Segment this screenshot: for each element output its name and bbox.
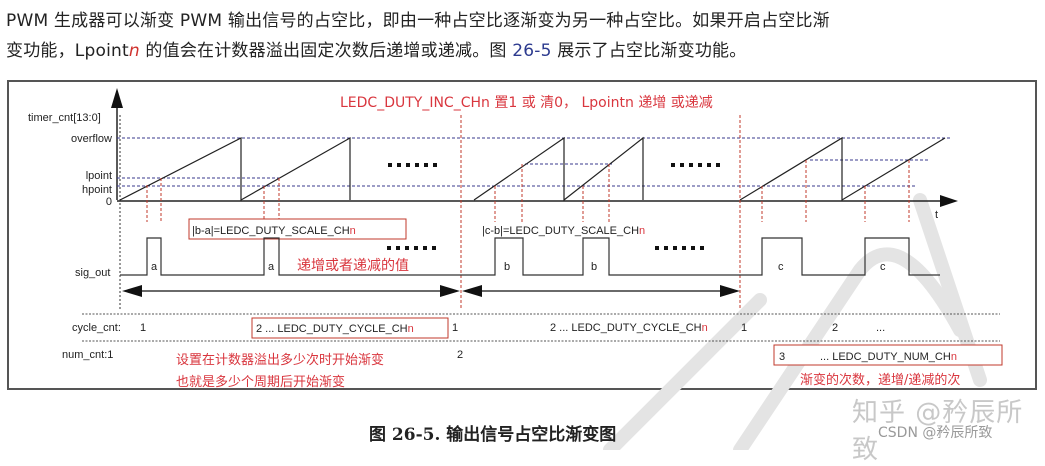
x-axis-arrow-icon [940, 195, 958, 207]
ellipsis-top [388, 163, 720, 167]
scale-box-1 [188, 218, 407, 240]
pulse-b-2: b [591, 261, 597, 273]
figure-frame [7, 80, 1037, 390]
counter-separators [82, 313, 1000, 342]
y-axis-label: timer_cnt[13:0] [28, 112, 101, 124]
num-cnt-label: num_cnt:1 [62, 349, 113, 361]
pulse-c-1: c [778, 261, 784, 273]
cycle-cnt-value: ... [876, 322, 885, 334]
timer-sawtooth [119, 136, 946, 202]
x-axis-label: t [935, 209, 938, 221]
cycle-cnt-value: 1 [741, 322, 747, 334]
cycle-cnt-value: 1 [140, 322, 146, 334]
num-cnt-value: 2 [457, 349, 463, 361]
description-line-2: 变功能，Lpointn 的值会在计数器溢出固定次数后递增或递减。图 26-5 展… [6, 36, 746, 61]
inc-dec-note: 递增或者递减的值 [297, 258, 409, 274]
text-segment: 变功能，Lpoint [6, 41, 129, 61]
sig-out-label: sig_out [75, 267, 110, 279]
cycle-cnt-value: 2 ... LEDC_DUTY_CYCLE_CHn [550, 322, 708, 334]
cycle-cnt-value: 1 [452, 322, 458, 334]
scale-label-1: |b-a|=LEDC_DUTY_SCALE_CHn [192, 225, 356, 237]
figure-reference-link[interactable]: 26-5 [512, 41, 552, 61]
sig-out-waveform [120, 237, 940, 276]
level-overflow: overflow [71, 133, 112, 145]
level-hpoint: hpoint [82, 184, 112, 196]
italic-n: n [128, 41, 140, 61]
period-arrows [122, 285, 740, 297]
red-guide-lines [146, 115, 910, 310]
cycle-note-line-1: 设置在计数器溢出多少次时开始渐变 [176, 352, 384, 368]
y-axis-arrow-icon [111, 88, 123, 108]
pulse-a-1: a [151, 261, 158, 273]
num-box [773, 344, 1003, 366]
scale-label-2: |c-b|=LEDC_DUTY_SCALE_CHn [482, 225, 645, 237]
ellipsis-signal [387, 246, 704, 250]
level-zero: 0 [106, 196, 112, 208]
figure-caption: 图 26-5. 输出信号占空比渐变图 [369, 425, 617, 445]
pwm-duty-fade-diagram: t timer_cnt[13:0] overflow lpoint hpoint… [28, 88, 1003, 450]
watermark-csdn: CSDN @矜辰所致 [878, 425, 993, 441]
cycle-cnt-value: 2 ... LEDC_DUTY_CYCLE_CHn [256, 323, 414, 335]
num-cnt-value: ... LEDC_DUTY_NUM_CHn [820, 351, 957, 363]
level-lines [117, 137, 950, 187]
cycle-box [251, 317, 449, 339]
pulse-c-2: c [880, 261, 886, 273]
text-segment: 的值会在计数器溢出固定次数后递增或递减。图 [139, 41, 513, 61]
cycle-cnt-label: cycle_cnt: [72, 322, 121, 334]
duty-inc-annotation: LEDC_DUTY_INC_CHn 置1 或 清0， Lpointn 递增 或递… [340, 95, 713, 111]
pulse-b-1: b [504, 261, 510, 273]
cycle-cnt-value: 2 [832, 322, 838, 334]
level-lpoint: lpoint [86, 170, 112, 182]
description-line-1: PWM 生成器可以渐变 PWM 输出信号的占空比，即由一种占空比逐渐变为另一种占… [6, 11, 830, 31]
text-segment: 展示了占空比渐变功能。 [551, 41, 747, 61]
num-note: 渐变的次数，递增/递减的次 [800, 372, 960, 388]
num-cnt-value: 3 [779, 351, 785, 363]
pulse-a-2: a [268, 261, 275, 273]
cycle-note-line-2: 也就是多少个周期后开始渐变 [176, 374, 345, 390]
